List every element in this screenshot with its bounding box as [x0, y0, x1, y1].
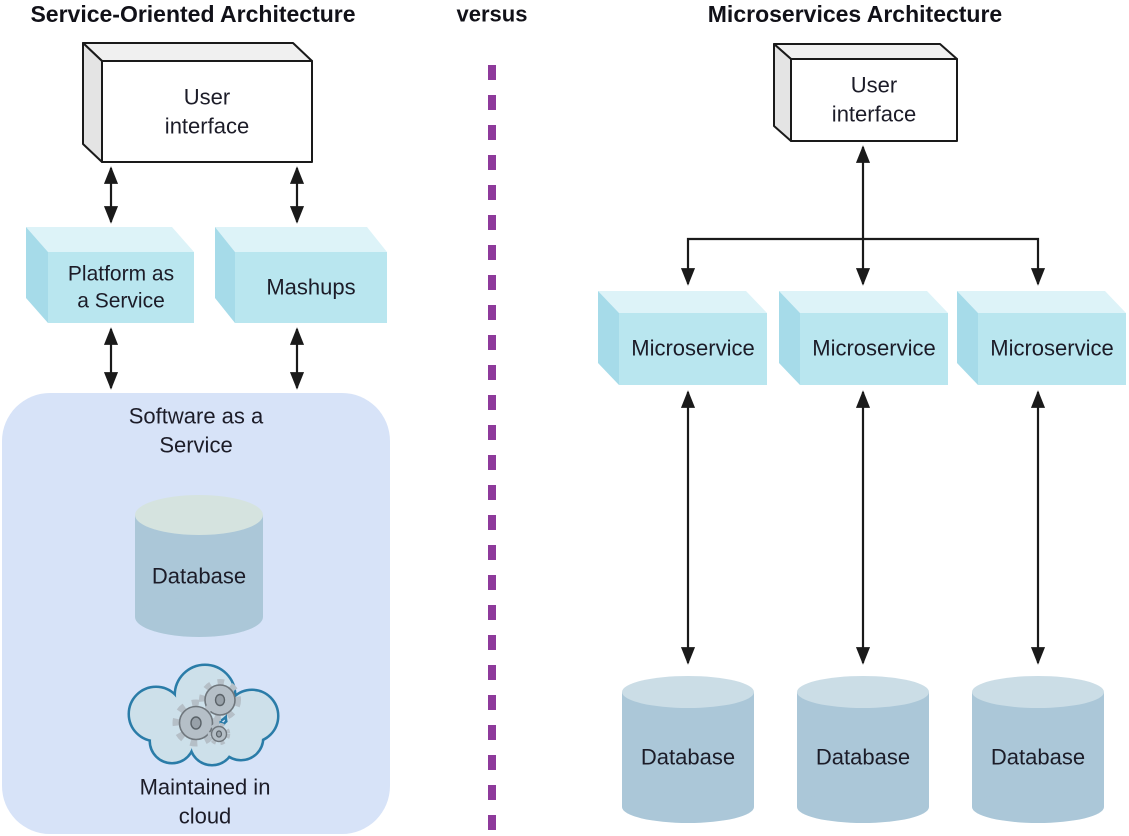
gear-icon: [207, 722, 231, 746]
database-cylinder-msa-3: [972, 676, 1104, 823]
microservice-box-2: [779, 291, 948, 385]
database-cylinder-soa: [135, 495, 263, 637]
mashups-box: [215, 227, 387, 323]
microservice-box-1: [598, 291, 767, 385]
database-cylinder-msa-1: [622, 676, 754, 823]
arrow-branch-microservices: [680, 237, 1046, 286]
microservice-box-3: [957, 291, 1126, 385]
database-cylinder-msa-2: [797, 676, 929, 823]
gear-icon: [199, 679, 241, 721]
paas-box: [26, 227, 194, 323]
user-interface-box-msa: [773, 43, 958, 142]
gear-icon: [172, 699, 220, 747]
cloud-icon: [127, 663, 280, 767]
user-interface-box-soa: [82, 42, 313, 163]
